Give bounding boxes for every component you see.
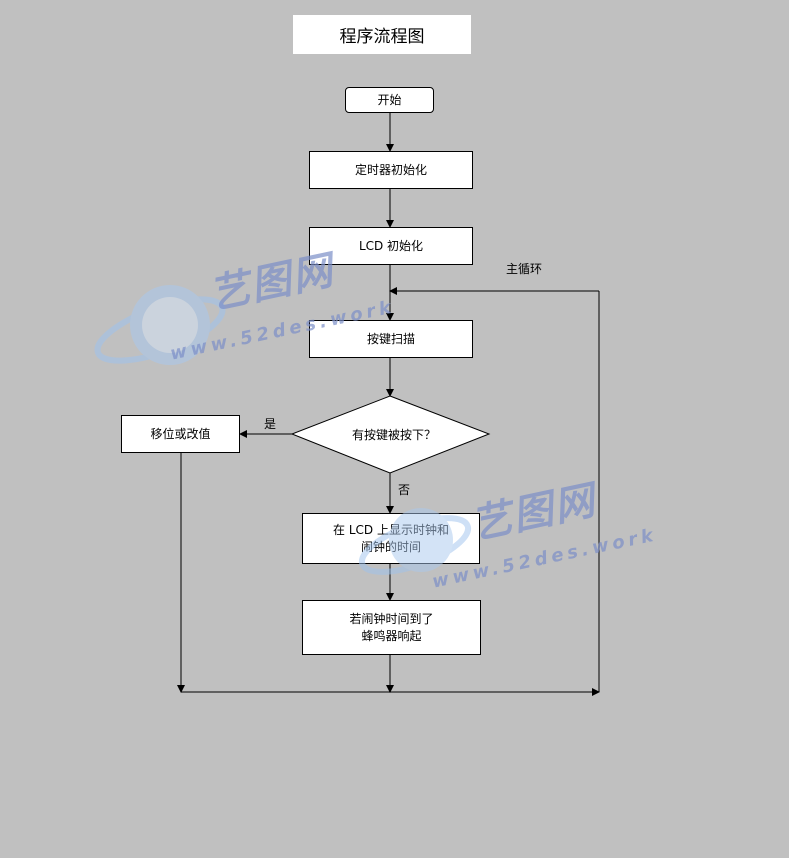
shift-change-node: 移位或改值 bbox=[121, 415, 240, 453]
no-label: 否 bbox=[398, 483, 411, 497]
shift-change-label: 移位或改值 bbox=[150, 426, 211, 441]
start-node: 开始 bbox=[345, 87, 434, 113]
decision-diamond bbox=[290, 395, 491, 474]
alarm-buzzer-label: 若闹钟时间到了 蜂鸣器响起 bbox=[349, 611, 434, 643]
decision-label: 有按键被按下？ bbox=[352, 428, 437, 442]
timer-init-node: 定时器初始化 bbox=[309, 151, 473, 189]
lcd-init-node: LCD 初始化 bbox=[309, 227, 473, 265]
diagram-title: 程序流程图 bbox=[293, 15, 471, 54]
watermark-globe-icon bbox=[94, 285, 226, 365]
start-label: 开始 bbox=[377, 92, 402, 107]
lcd-init-label: LCD 初始化 bbox=[358, 238, 424, 253]
watermark-globe-icon-2 bbox=[358, 508, 472, 575]
alarm-buzzer-node: 若闹钟时间到了 蜂鸣器响起 bbox=[302, 600, 481, 655]
key-scan-node: 按键扫描 bbox=[309, 320, 473, 358]
yes-label: 是 bbox=[264, 417, 277, 431]
timer-init-label: 定时器初始化 bbox=[354, 162, 427, 177]
key-scan-label: 按键扫描 bbox=[366, 331, 415, 346]
main-loop-label: 主循环 bbox=[506, 262, 543, 276]
